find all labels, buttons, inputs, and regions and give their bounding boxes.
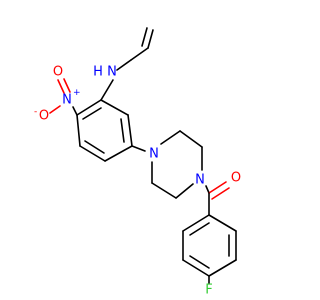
ring-bond-5-inner xyxy=(84,140,105,154)
fluorophenyl-ring xyxy=(182,214,237,284)
carbonyl-oxygen-label: O xyxy=(231,171,241,186)
bond-allyl-ch2-ch xyxy=(130,47,149,61)
fp-bond-3 xyxy=(208,259,237,277)
ring-bond-4 xyxy=(104,145,133,162)
fp-bond-6-inner xyxy=(189,222,210,236)
nitro-nitrogen-label: N xyxy=(62,93,72,108)
nitro-plus-charge: + xyxy=(73,88,81,98)
ring-bond-5 xyxy=(79,145,106,162)
bond-allyl-double-2 xyxy=(141,27,148,47)
molecule-structure: N H N + O O - N N O F xyxy=(34,27,241,298)
ring-bond-7-inner xyxy=(82,107,102,120)
bond-nitro-o-single xyxy=(49,105,61,114)
allyl-group xyxy=(116,27,154,71)
bond-carbonyl-o-1 xyxy=(208,181,227,194)
carbonyl-group xyxy=(205,181,230,216)
ring-bond-3-inner xyxy=(120,118,125,143)
pip-bond-1 xyxy=(160,130,181,145)
nitroaniline-ring xyxy=(76,79,133,162)
nitro-oxygen-double-label: O xyxy=(53,65,63,80)
pip-bond-5 xyxy=(151,182,177,199)
pip-bond-2 xyxy=(179,130,203,148)
fp-bond-6 xyxy=(182,214,210,232)
amine-hydrogen-label: H xyxy=(93,65,103,80)
piperazine-ring xyxy=(151,130,203,199)
bond-ring-piperazine xyxy=(131,145,146,152)
bond-nitro-o-double-2 xyxy=(63,78,71,93)
ring-bond-6 xyxy=(76,114,81,147)
amine-nitrogen-label: N xyxy=(107,65,117,80)
fp-bond-4 xyxy=(182,259,210,277)
nitro-group xyxy=(49,78,78,116)
ring-bond-1 xyxy=(100,79,114,101)
nitro-minus-charge: - xyxy=(34,107,37,117)
piperazine-nitrogen-top-label: N xyxy=(149,147,159,162)
bond-allyl-ch2-n xyxy=(116,59,132,71)
fp-bond-4-inner xyxy=(189,255,210,269)
bond-ring-nitro xyxy=(72,106,78,116)
fluorine-label: F xyxy=(205,283,212,298)
bond-n-carbonyl xyxy=(205,185,210,194)
ring-bond-2 xyxy=(100,99,129,116)
bond-carbonyl-o-2 xyxy=(211,187,230,200)
fp-bond-1 xyxy=(208,214,237,232)
bond-allyl-double-1 xyxy=(147,29,154,49)
nitro-oxygen-single-label: O xyxy=(39,109,49,124)
ring-bond-3 xyxy=(127,114,133,147)
ring-bond-7 xyxy=(76,99,102,116)
piperazine-nitrogen-bottom-label: N xyxy=(195,173,205,188)
pip-bond-4 xyxy=(175,183,194,199)
bond-nitro-o-double-1 xyxy=(57,79,65,94)
